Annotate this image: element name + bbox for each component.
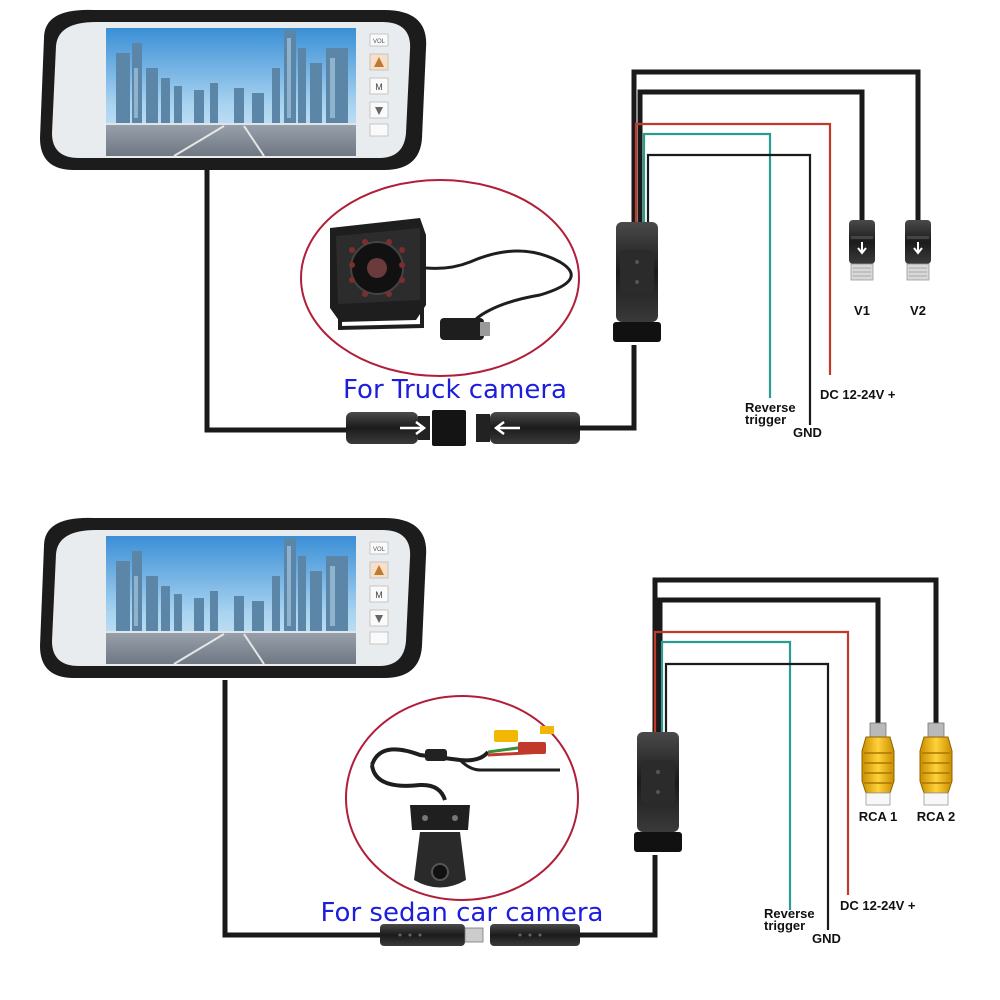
rearview-mirror-monitor-icon-2 (39, 516, 428, 679)
v2-plug-icon (904, 219, 932, 281)
camera-cable (580, 345, 637, 431)
power-label-2: DC 12-24V + (840, 898, 916, 913)
reverse-label: Reverse (745, 400, 796, 415)
rca2-label: RCA 2 (917, 809, 956, 824)
truck-caption: For Truck camera (343, 375, 567, 405)
rca1-label: RCA 1 (859, 809, 898, 824)
rearview-mirror-monitor-icon (39, 8, 428, 171)
camera-cable-2 (580, 855, 658, 938)
monitor-cable (204, 170, 350, 433)
video-plug-pair-icon (380, 924, 580, 946)
gnd-label-2: GND (812, 931, 841, 946)
rca1-plug-icon (861, 722, 895, 806)
reverse-label-2: Reverse (764, 906, 815, 921)
rca1-wire (657, 597, 881, 732)
trigger-label: trigger (745, 412, 786, 427)
sedan-diagram: RCA 1 RCA 2 DC 12-24V + Reverse trigger … (39, 516, 956, 946)
gnd-wire (646, 153, 812, 425)
harness-connector-icon-2 (634, 732, 682, 852)
sedan-caption: For sedan car camera (321, 898, 604, 928)
monitor-cable-2 (222, 680, 385, 938)
v1-label: V1 (854, 303, 870, 318)
rca2-plug-icon (919, 722, 953, 806)
v2-wire (631, 69, 921, 222)
sedan-camera-icon (370, 726, 560, 888)
power-wire-2 (653, 630, 850, 895)
truck-diagram: V1 V2 DC 12-24V + Reverse trigger GND Fo… (39, 8, 932, 446)
aviation-connector-pair-icon (346, 410, 580, 446)
gnd-wire-2 (664, 662, 830, 930)
harness-connector-icon (613, 222, 661, 342)
power-wire (634, 122, 832, 375)
v2-label: V2 (910, 303, 926, 318)
rca2-wire (652, 577, 939, 732)
reverse-trigger-wire-2 (660, 640, 792, 910)
trigger-label-2: trigger (764, 918, 805, 933)
v1-plug-icon (848, 219, 876, 281)
reverse-trigger-wire (642, 132, 772, 398)
power-label: DC 12-24V + (820, 387, 896, 402)
gnd-label: GND (793, 425, 822, 440)
truck-camera-icon (330, 218, 573, 340)
v1-wire (637, 89, 865, 222)
